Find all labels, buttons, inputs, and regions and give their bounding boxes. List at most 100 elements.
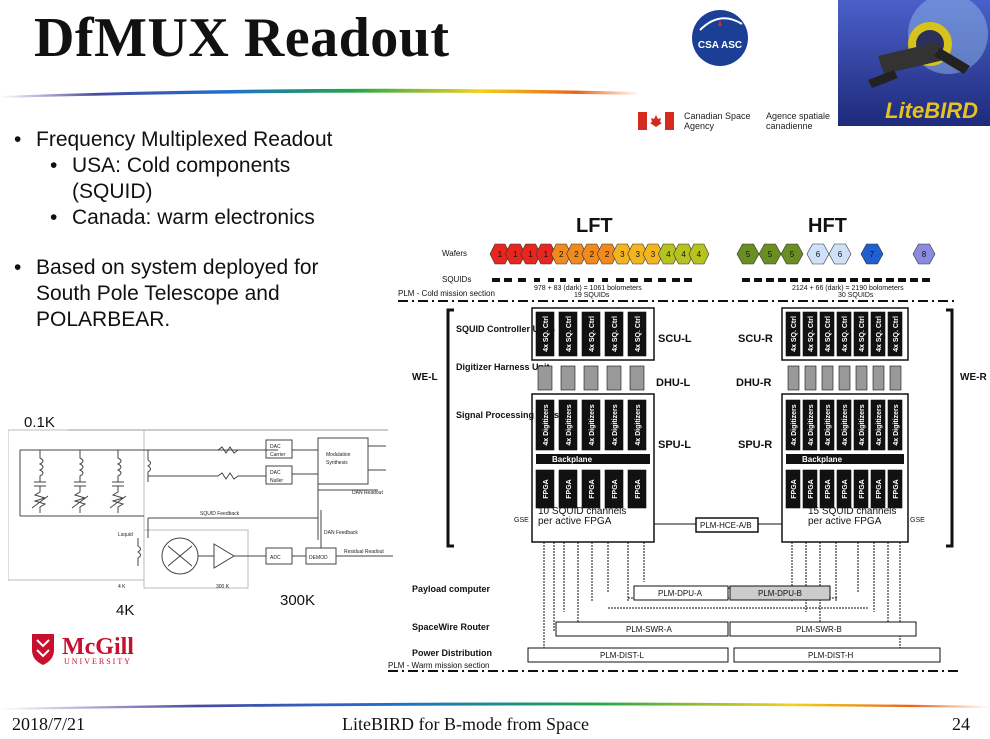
mcgill-university: UNIVERSITY — [64, 657, 132, 666]
hft-scu-module-label-6: 4x SQ. Ctrl — [876, 316, 883, 352]
lft-scu-module-label-3: 4x SQ. Ctrl — [589, 316, 596, 352]
squids-label: SQUIDs — [442, 275, 471, 284]
bullet-based-on: Based on system deployed for — [14, 255, 394, 281]
hft-dhu-link-2 — [804, 365, 817, 391]
csa-logo: CSA ASC Canadian Space Agency Agence spa… — [638, 10, 830, 131]
hft-backplane-label: Backplane — [802, 455, 843, 464]
bullet-canada: Canada: warm electronics — [14, 205, 394, 231]
lft-wafer-4-label: 1 — [544, 250, 549, 259]
readout-architecture-diagram: LFT HFT Wafers SQUIDs PLM - Cold mission… — [388, 215, 987, 672]
hft-digitizer-4 — [836, 399, 852, 451]
lft-fpga-3 — [581, 469, 601, 509]
hft-fpga-1 — [785, 469, 801, 509]
lft-dhu-link-3 — [583, 365, 599, 391]
hft-squid-count: 30 SQUIDs — [838, 292, 874, 299]
lft-fpga-label-1: FPGA — [543, 479, 550, 498]
hft-per-fpga-label: per active FPGA — [808, 516, 882, 527]
lft-digitizer-label-5: 4x Digitizers — [635, 404, 642, 445]
hft-dhu-link-3 — [821, 365, 834, 391]
hft-bolometer-count: 2124 + 66 (dark) = 2190 bolometers — [792, 285, 904, 292]
hft-wafer-6 — [860, 243, 884, 265]
litebird-wordmark: LiteBIRD — [885, 98, 978, 123]
hft-scu-module-7 — [887, 311, 903, 357]
hft-fpga-label-7: FPGA — [893, 479, 900, 498]
residual-readout-label: Residual Readout — [344, 549, 384, 555]
hft-digitizer-label-4: 4x Digitizers — [842, 404, 849, 445]
scu-section-label: SQUID Controller Units — [456, 324, 555, 334]
temp-4k-label: 4K — [116, 602, 135, 619]
hft-scu-module-label-1: 4x SQ. Ctrl — [791, 316, 798, 352]
hft-fpga-5 — [853, 469, 869, 509]
hft-fpga-2 — [802, 469, 818, 509]
lft-scu-module-label-2: 4x SQ. Ctrl — [566, 316, 573, 352]
lft-dhu-link-4 — [606, 365, 622, 391]
plm-cold-label: PLM - Cold mission section — [398, 289, 495, 298]
bullet-usa-cont: (SQUID) — [72, 180, 153, 203]
hft-digitizer-label-7: 4x Digitizers — [893, 404, 900, 445]
lft-scu-module-label-5: 4x SQ. Ctrl — [635, 316, 642, 352]
lft-bolometer-count: 978 + 83 (dark) = 1061 bolometers — [534, 285, 642, 292]
hft-channels-label: 15 SQUID channels — [808, 506, 896, 517]
lft-scu-module-label-4: 4x SQ. Ctrl — [612, 316, 619, 352]
modulation-label: Modulation — [326, 452, 351, 458]
synthesis-label: Synthesis — [326, 460, 348, 466]
page-number: 24 — [952, 714, 970, 734]
lft-wafer-9-label: 3 — [620, 250, 625, 259]
lft-digitizer-label-1: 4x Digitizers — [543, 404, 550, 445]
hft-scu-module-5 — [853, 311, 869, 357]
hft-fpga-6 — [870, 469, 886, 509]
footer-date: 2018/7/21 — [12, 714, 86, 734]
lft-dhu-link-1 — [537, 365, 553, 391]
hft-digitizer-2 — [802, 399, 818, 451]
hft-scu-module-label-2: 4x SQ. Ctrl — [808, 316, 815, 352]
lft-wafer-11-label: 3 — [651, 250, 656, 259]
bullet-usa: USA: Cold components — [14, 153, 394, 179]
hft-digitizer-label-6: 4x Digitizers — [876, 404, 883, 445]
hce-label: PLM-HCE-A/B — [700, 521, 752, 530]
300k-small-label: 300 K — [216, 584, 230, 590]
hft-wafer-4-label: 6 — [816, 250, 821, 259]
temp-01k-label: 0.1K — [24, 414, 55, 431]
we-r-label: WE-R — [960, 372, 987, 383]
hft-fpga-label-4: FPGA — [842, 479, 849, 498]
lft-scu-module-2 — [558, 311, 578, 357]
bullet-based-on-cont2: POLARBEAR. — [36, 308, 171, 331]
dhu-r-label: DHU-R — [736, 377, 771, 389]
4k-small-label: 4 K — [118, 584, 126, 590]
lft-dhu-link-2 — [560, 365, 576, 391]
hft-wafer-7-label: 8 — [922, 250, 927, 259]
hft-scu-module-label-7: 4x SQ. Ctrl — [893, 316, 900, 352]
lft-wafer-8-label: 2 — [605, 250, 610, 259]
lft-digitizer-label-2: 4x Digitizers — [566, 404, 573, 445]
gse-right-label: GSE — [910, 517, 925, 524]
dpu-a-label: PLM-DPU-A — [658, 589, 703, 598]
squid-feedback-label: SQUID Feedback — [200, 511, 240, 517]
lft-digitizer-3 — [581, 399, 601, 451]
hft-digitizer-label-2: 4x Digitizers — [808, 404, 815, 445]
hft-fpga-3 — [819, 469, 835, 509]
hft-fpga-label-2: FPGA — [808, 479, 815, 498]
hft-header: HFT — [808, 215, 847, 237]
lft-digitizer-4 — [604, 399, 624, 451]
dan-feedback-label: DAN Feedback — [324, 530, 358, 536]
hft-fpga-4 — [836, 469, 852, 509]
litebird-logo: LiteBIRD — [838, 0, 990, 126]
lft-scu-module-4 — [604, 311, 624, 357]
scu-l-label: SCU-L — [658, 333, 692, 345]
adc-label: ADC — [270, 555, 281, 561]
lft-wafer-13-label: 4 — [681, 250, 686, 259]
hft-fpga-label-3: FPGA — [825, 479, 832, 498]
hft-fpga-7 — [887, 469, 903, 509]
lft-scu-module-1 — [535, 311, 555, 357]
lft-wafer-14 — [688, 243, 710, 265]
dist-h-label: PLM-DIST-H — [808, 651, 854, 660]
gse-left-label: GSE — [514, 517, 529, 524]
hft-scu-module-6 — [870, 311, 886, 357]
hft-dhu-links — [787, 365, 902, 391]
dfmux-circuit-schematic: DAC Carrier DAC Nuller Modulation Synthe… — [8, 410, 393, 608]
